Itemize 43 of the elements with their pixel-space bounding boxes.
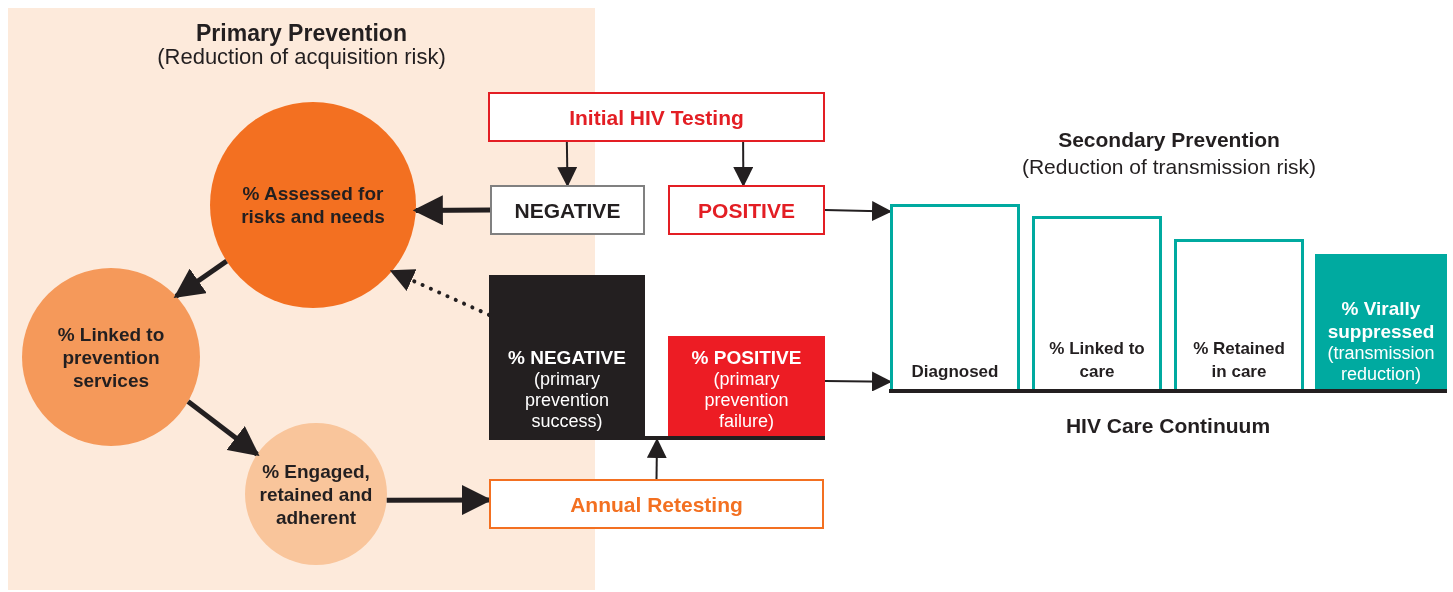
node-label: NEGATIVE — [514, 198, 621, 222]
panel-subtitle: (Reduction of acquisition risk) — [157, 45, 446, 68]
node-label: Diagnosed — [911, 361, 999, 383]
arrow — [173, 259, 229, 299]
process-box — [668, 185, 825, 235]
arrow — [646, 438, 667, 480]
panel-title: Primary Prevention — [196, 22, 407, 45]
process-box — [488, 92, 825, 142]
process-box — [490, 185, 645, 235]
arrow — [386, 485, 492, 516]
node-label: % Retained in care — [1192, 338, 1286, 383]
node-label: % Linked to prevention services — [56, 322, 166, 392]
node-note: (transmission reduction) — [1327, 343, 1435, 385]
continuum-bar — [890, 204, 1020, 391]
section-title: Secondary Prevention — [1057, 128, 1281, 152]
node-label: % Virally suppressed — [1327, 297, 1435, 343]
section-subtitle: (Reduction of transmission risk) — [1020, 155, 1318, 179]
chart-title: HIV Care Continuum — [1064, 414, 1272, 438]
arrow — [186, 399, 260, 457]
arrow — [824, 371, 892, 392]
result-bar — [489, 275, 645, 438]
result-bar — [1315, 254, 1447, 391]
chart-baseline — [489, 436, 825, 440]
arrow — [733, 141, 754, 187]
continuum-bar — [1032, 216, 1162, 391]
continuum-bar — [1174, 239, 1304, 391]
node-note: (primary prevention failure) — [703, 369, 790, 432]
arrow — [557, 141, 578, 187]
node-label: Annual Retesting — [570, 492, 743, 516]
arrow — [412, 195, 490, 226]
node-note: (primary prevention success) — [523, 369, 611, 432]
dotted-arrow — [389, 269, 491, 317]
node-label: Initial HIV Testing — [569, 105, 744, 129]
node-label: % Linked to care — [1049, 338, 1145, 383]
node-label: % NEGATIVE — [508, 346, 626, 369]
node-label: POSITIVE — [698, 198, 795, 222]
node-label: % POSITIVE — [691, 346, 802, 369]
node-label: % Assessed for risks and needs — [240, 182, 386, 228]
arrow — [824, 201, 892, 222]
node-label: % Engaged, retained and adherent — [259, 459, 373, 529]
chart-baseline — [889, 389, 1447, 393]
process-box — [489, 479, 824, 529]
result-bar — [668, 336, 825, 438]
